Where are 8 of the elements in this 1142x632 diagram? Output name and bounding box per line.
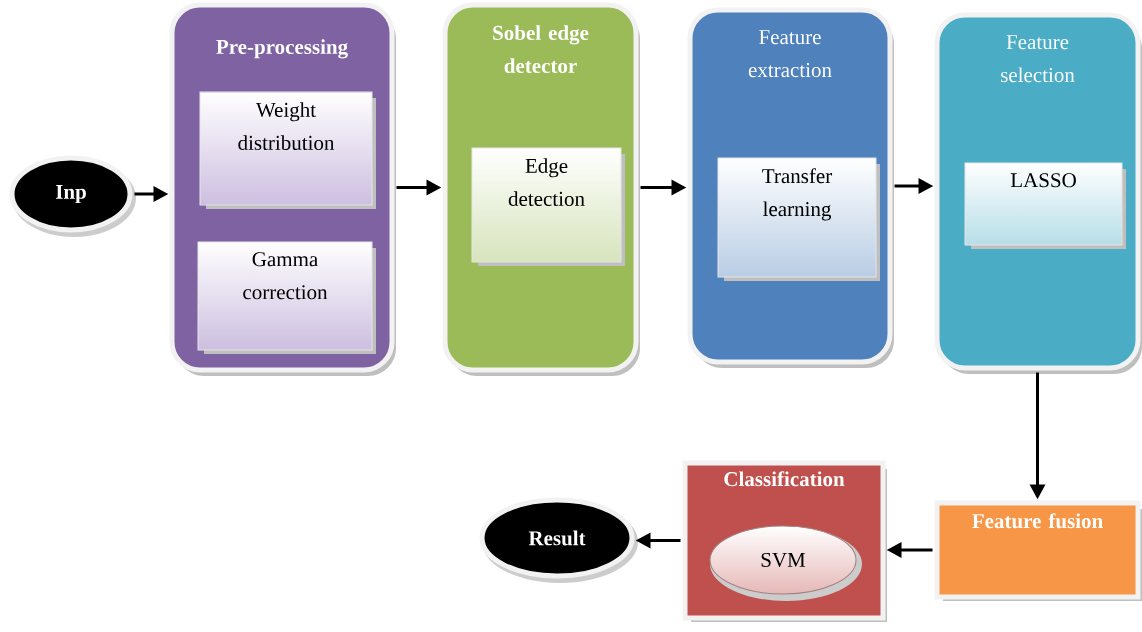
process-box: Edge detection [471,147,625,266]
process-box: Transfer learning [717,157,880,281]
process-box: Gamma correction [197,241,376,354]
stage-box: Feature fusion [934,500,1142,601]
start-oval: Inp [9,155,136,237]
end-oval: Result [479,497,638,583]
process-box: Weight distribution [199,91,376,209]
process-box: LASSO [964,162,1126,249]
